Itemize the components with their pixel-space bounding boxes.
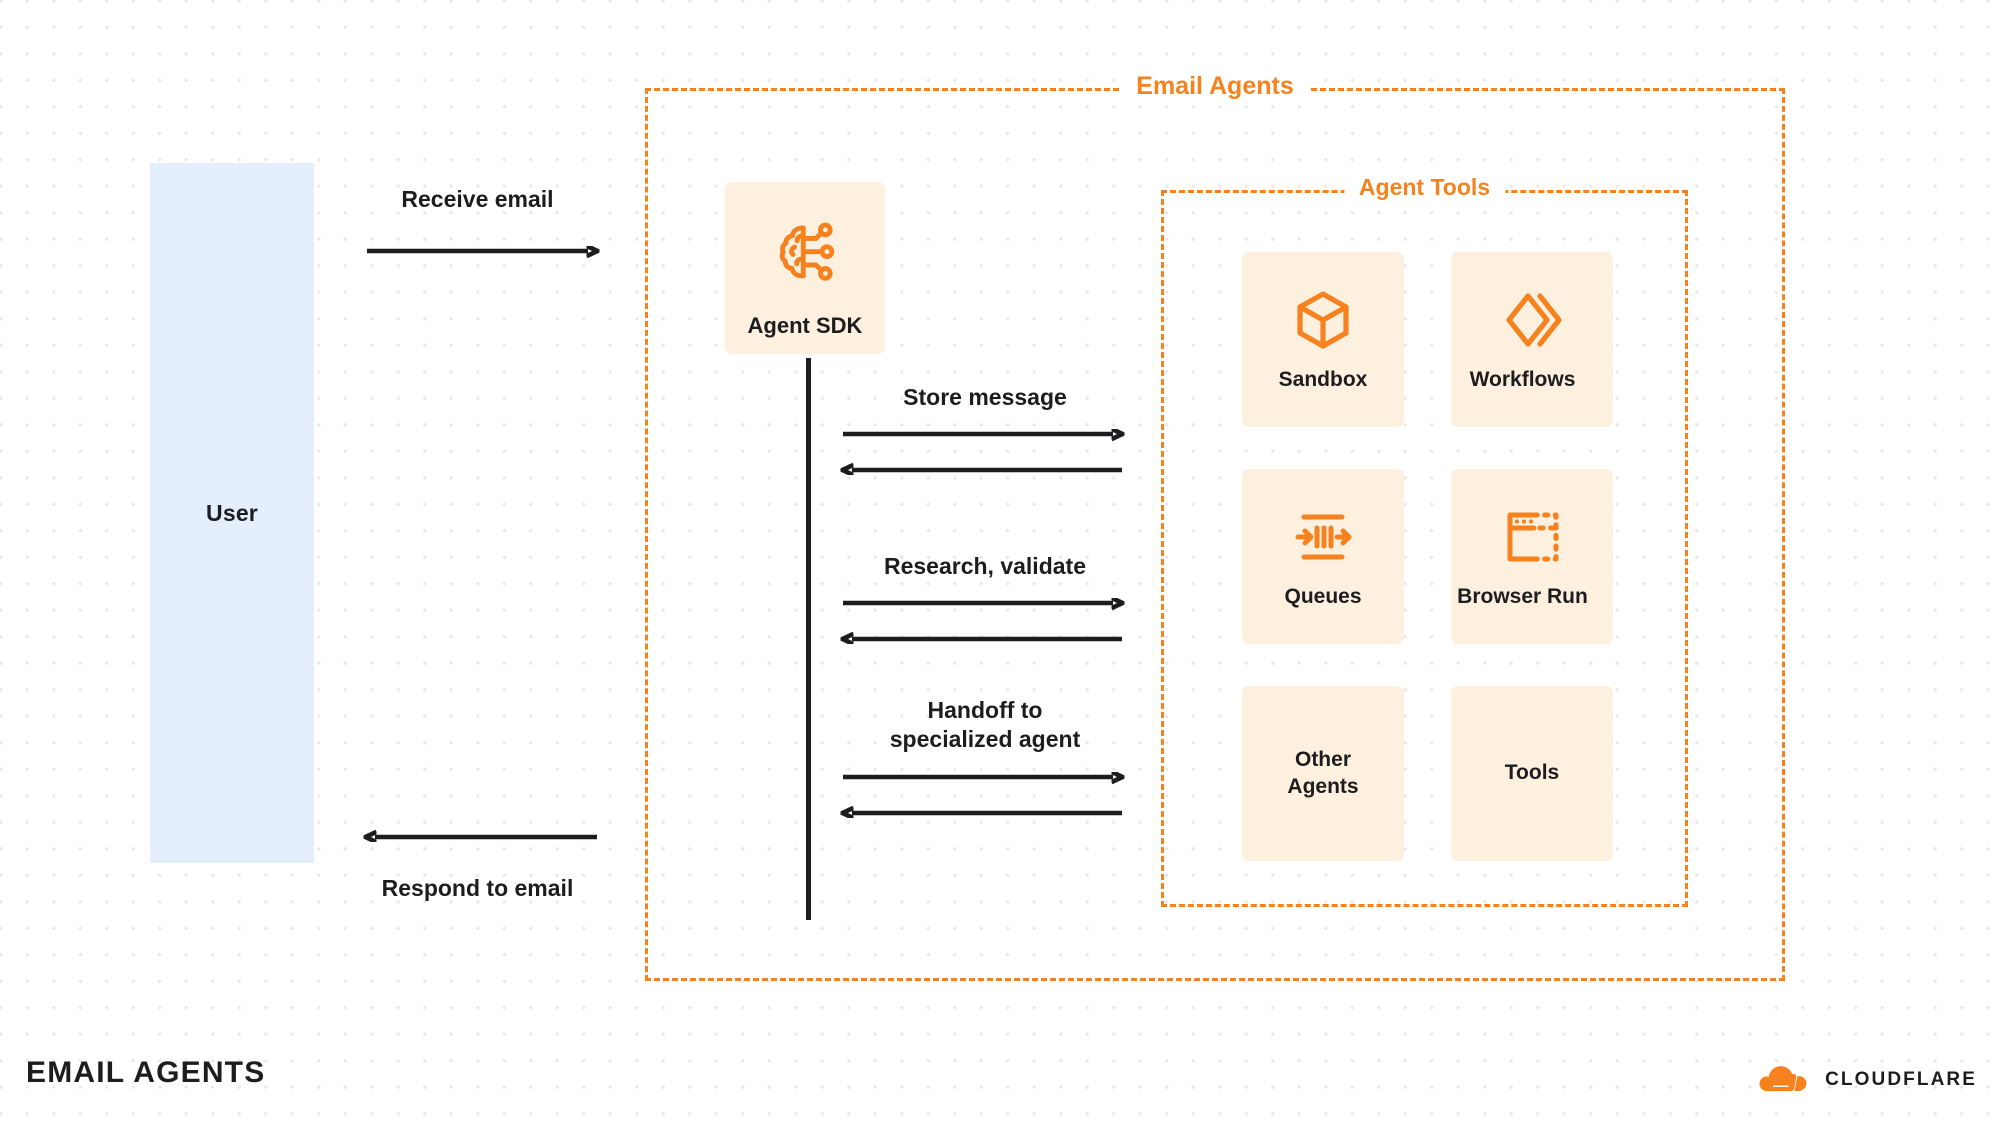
tool-card-other-agents[interactable]: Other Agents bbox=[1242, 686, 1404, 861]
tools-grid: Sandbox Workflows bbox=[1242, 252, 1613, 862]
node-agent-sdk[interactable] bbox=[725, 182, 885, 354]
group-agent-tools-label: Agent Tools bbox=[1343, 174, 1506, 201]
group-email-agents: Email Agents bbox=[645, 72, 1785, 981]
tool-card-sandbox[interactable]: Sandbox bbox=[1242, 252, 1404, 427]
cube-icon bbox=[1288, 285, 1358, 355]
page-title: EMAIL AGENTS bbox=[26, 1056, 266, 1089]
group-agent-tools: Agent Tools bbox=[1161, 174, 1688, 907]
brain-circuit-icon bbox=[768, 217, 842, 291]
agent-sdk-lifeline bbox=[806, 358, 811, 920]
tool-card-queues[interactable]: Queues bbox=[1242, 469, 1404, 644]
tool-label-other-agents: Other Agents bbox=[1287, 748, 1359, 798]
group-email-agents-label: Email Agents bbox=[1120, 72, 1310, 101]
tool-label-browser-run: Browser Run bbox=[1457, 585, 1588, 609]
double-chevron-icon bbox=[1497, 285, 1567, 355]
flow-label-research-validate: Research, validate bbox=[883, 553, 1086, 579]
tool-label-queues: Queues bbox=[1284, 585, 1362, 609]
flow-label-receive-email: Receive email bbox=[401, 186, 554, 212]
flow-label-respond-email: Respond to email bbox=[381, 875, 574, 901]
flow-label-store-message: Store message bbox=[903, 384, 1067, 410]
node-agent-sdk-label: Agent SDK bbox=[747, 313, 863, 338]
actor-user-label: User bbox=[206, 499, 258, 526]
browser-window-icon bbox=[1497, 502, 1567, 572]
cloudflare-wordmark: CLOUDFLARE bbox=[1825, 1069, 1977, 1090]
cloudflare-cloud-icon bbox=[1758, 1065, 1816, 1095]
queues-arrows-icon bbox=[1288, 502, 1358, 572]
tool-label-tools: Tools bbox=[1504, 761, 1560, 785]
flow-label-handoff: Handoff to specialized agent bbox=[889, 697, 1081, 752]
tool-card-tools[interactable]: Tools bbox=[1451, 686, 1613, 861]
cloudflare-logo: CLOUDFLARE bbox=[1758, 1065, 1977, 1095]
tool-label-sandbox: Sandbox bbox=[1278, 368, 1368, 392]
tool-label-workflows: Workflows bbox=[1469, 368, 1576, 392]
tool-card-browser-run[interactable]: Browser Run bbox=[1451, 469, 1613, 644]
tool-card-workflows[interactable]: Workflows bbox=[1451, 252, 1613, 427]
actor-user[interactable]: User bbox=[150, 163, 314, 863]
